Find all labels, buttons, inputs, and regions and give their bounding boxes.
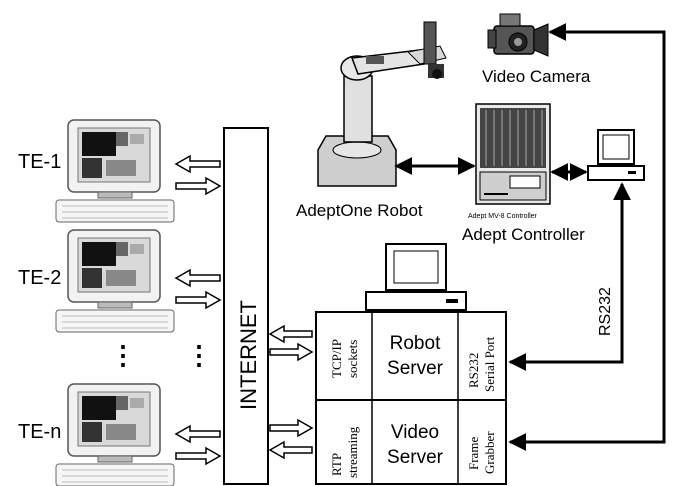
rs232-port-label: RS232	[466, 353, 481, 388]
internet-label: INTERNET	[236, 300, 261, 410]
internet-robot-server-arrows	[268, 324, 314, 362]
controller-plate: Adept MV-8 Controller	[468, 213, 538, 220]
te1-link-arrows	[175, 155, 221, 195]
tcpip-label: TCP/IP	[329, 339, 344, 378]
rtp-label: RTP	[329, 453, 344, 476]
video-camera	[487, 13, 549, 57]
robot-server-line2: Server	[387, 358, 444, 379]
rs232-link-label: RS232	[597, 287, 614, 336]
adept-controller	[475, 103, 551, 205]
terminal-te2: TE-2	[18, 229, 221, 333]
camera-framegrabber-link	[508, 23, 666, 451]
video-server-line2: Server	[387, 447, 444, 468]
terminal-ellipsis: ⋮	[110, 340, 136, 370]
terminal-ten: TE-n	[18, 383, 221, 486]
terminal-label: TE-1	[18, 151, 61, 173]
ten-link-arrows	[175, 425, 221, 465]
sockets-label: sockets	[345, 340, 360, 378]
te2-link-arrows	[175, 269, 221, 309]
controller-pc	[587, 129, 645, 181]
internet-video-server-arrows	[268, 418, 314, 460]
controller-label: Adept Controller	[462, 225, 585, 244]
terminal-label: TE-2	[18, 267, 61, 289]
grabber-label: Grabber	[482, 431, 497, 474]
terminal-label: TE-n	[18, 421, 61, 443]
server-block	[315, 311, 507, 485]
terminal-te1: TE-1	[18, 119, 221, 223]
robot-label: AdeptOne Robot	[296, 201, 423, 220]
streaming-label: streaming	[345, 426, 360, 478]
serial-port-label: Serial Port	[482, 336, 497, 392]
arrow-ellipsis: ⋮	[186, 340, 212, 370]
robot-server-line1: Robot	[390, 333, 441, 354]
video-server-line1: Video	[391, 422, 439, 443]
server-pc	[365, 243, 467, 311]
frame-label: Frame	[466, 437, 481, 470]
internet-bar	[223, 127, 269, 485]
adeptone-robot	[317, 21, 447, 187]
camera-label: Video Camera	[482, 67, 591, 86]
